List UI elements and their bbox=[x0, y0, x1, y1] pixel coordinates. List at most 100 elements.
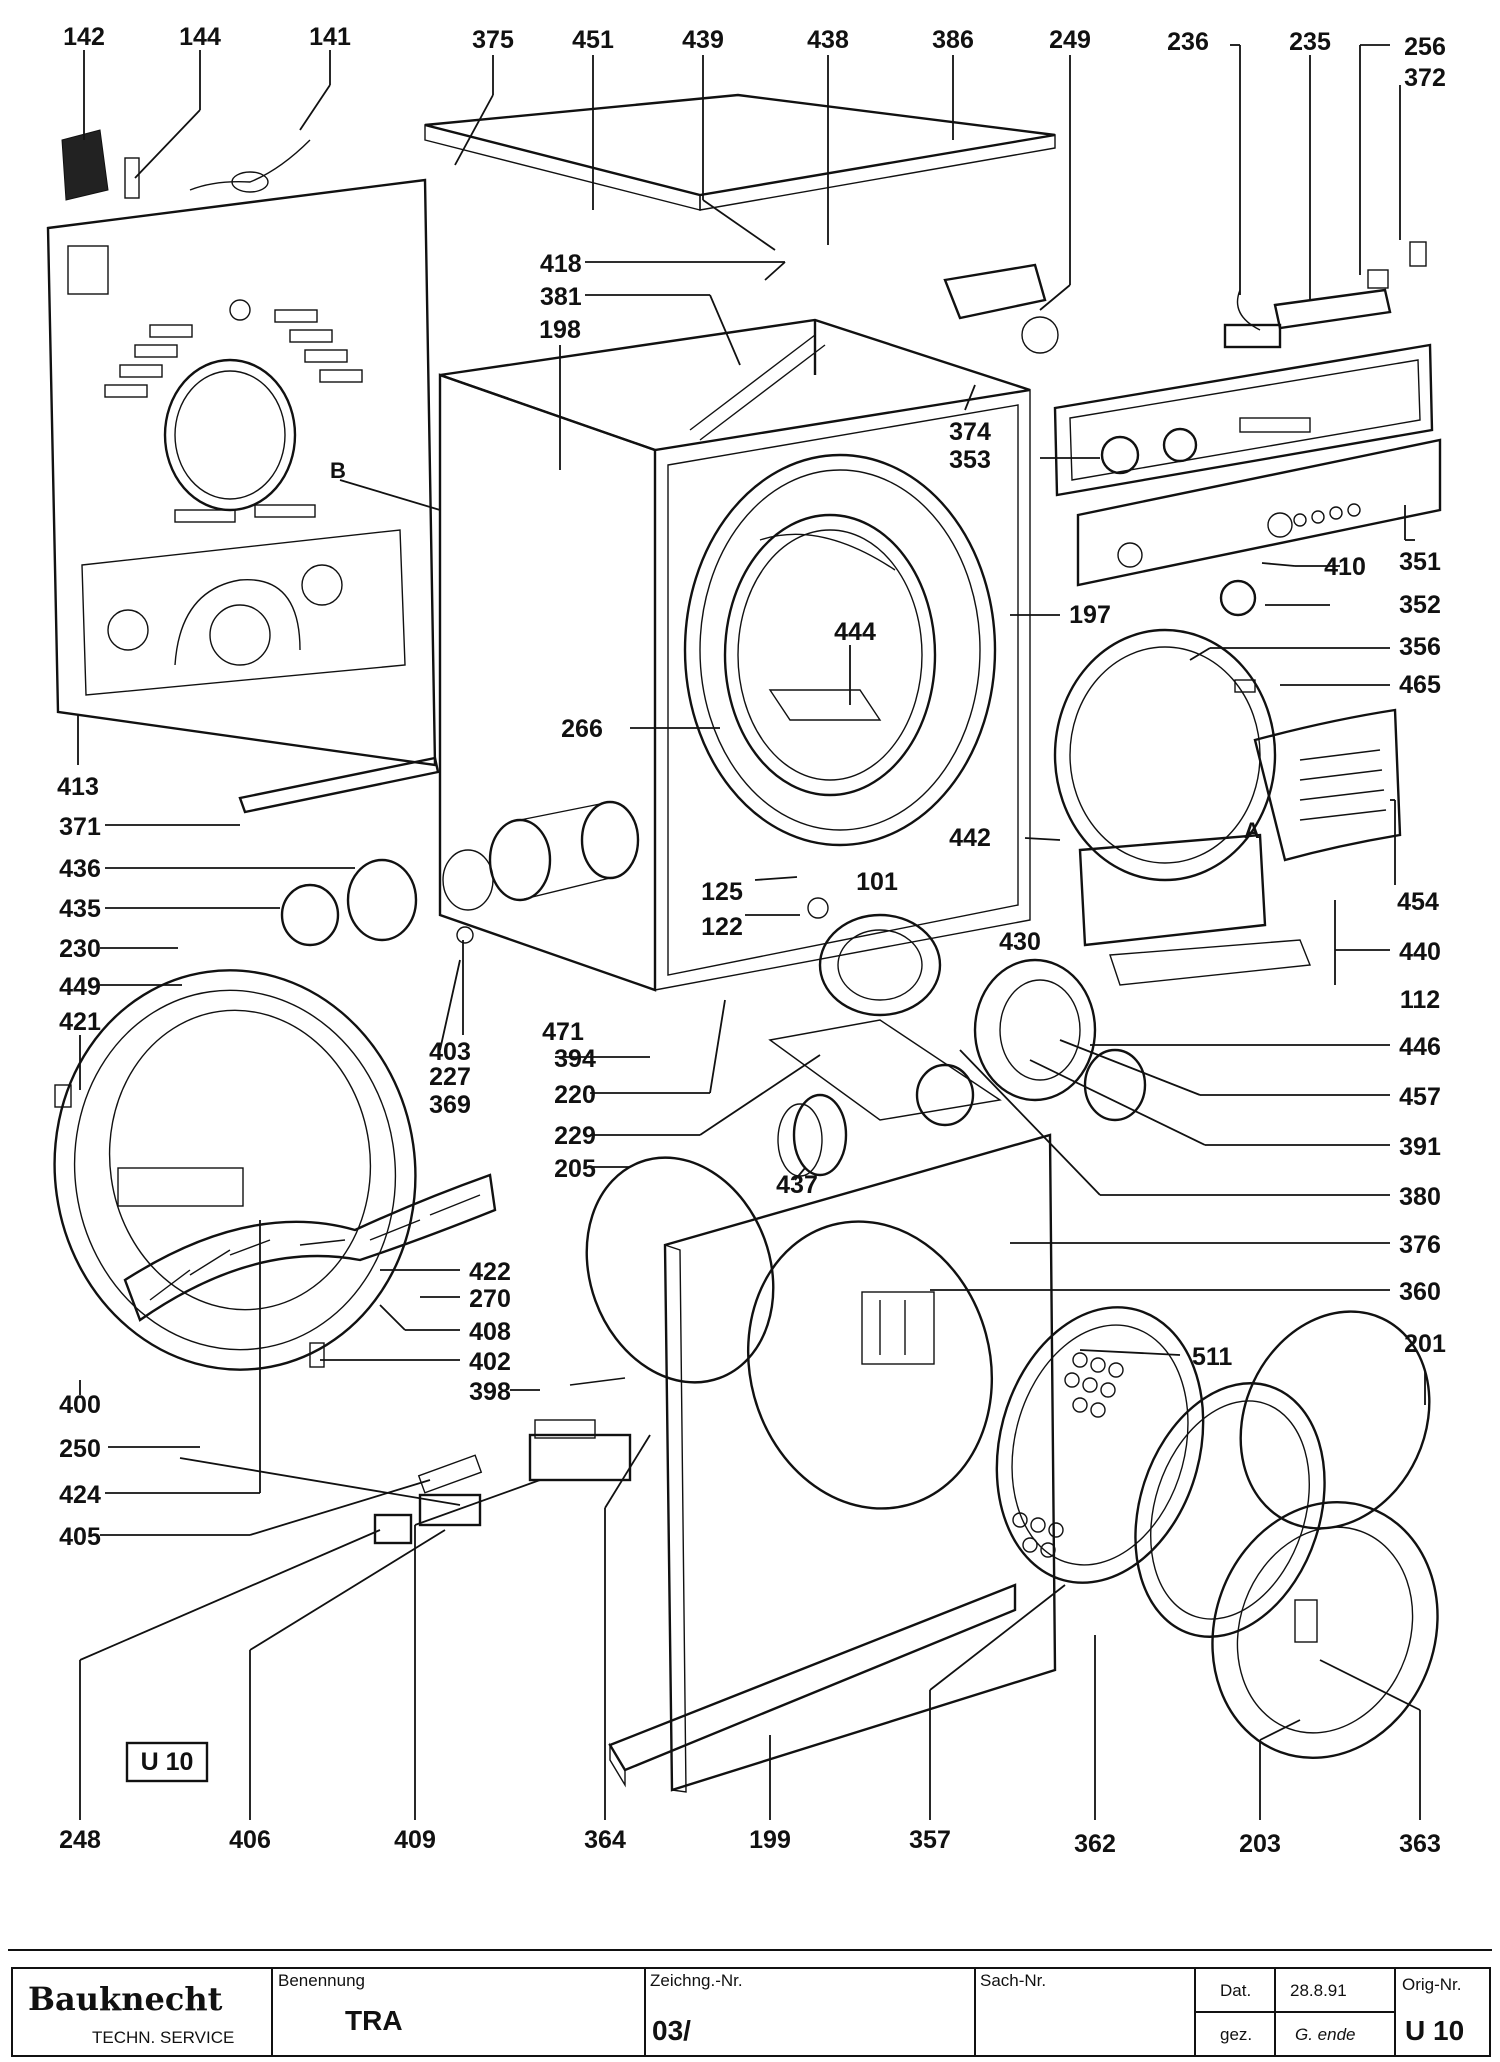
part-label: 386 bbox=[932, 26, 974, 54]
orig-label: Orig-Nr. bbox=[1402, 1975, 1462, 1994]
rear-panel bbox=[46, 178, 437, 767]
part-label: 409 bbox=[394, 1826, 436, 1854]
part-label: 465 bbox=[1399, 671, 1441, 699]
part-label: 353 bbox=[949, 446, 991, 474]
part-label: 203 bbox=[1239, 1830, 1281, 1858]
control-panel bbox=[1053, 343, 1442, 617]
part-label: 360 bbox=[1399, 1278, 1441, 1306]
filter-and-bearing-shield bbox=[1053, 628, 1402, 986]
motor-and-blower bbox=[768, 897, 1147, 1127]
part-label: 197 bbox=[1069, 601, 1111, 629]
part-label: 230 bbox=[59, 935, 101, 963]
part-label: 391 bbox=[1399, 1133, 1441, 1161]
part-label: 430 bbox=[999, 928, 1041, 956]
part-label: 436 bbox=[59, 855, 101, 883]
part-label: 403 bbox=[429, 1038, 471, 1066]
top-right-small-parts bbox=[943, 241, 1427, 693]
part-label: 266 bbox=[561, 715, 603, 743]
reference-letter: B bbox=[330, 458, 346, 483]
part-label: 444 bbox=[834, 618, 876, 646]
part-label: 374 bbox=[949, 418, 991, 446]
part-label: 372 bbox=[1404, 64, 1446, 92]
part-label: 256 bbox=[1404, 33, 1446, 61]
door-seal-205 bbox=[585, 1156, 775, 1384]
part-label: 381 bbox=[540, 283, 582, 311]
part-label: 205 bbox=[554, 1155, 596, 1183]
part-label: 122 bbox=[701, 913, 743, 941]
part-label: 201 bbox=[1404, 1330, 1446, 1358]
part-label: 364 bbox=[584, 1826, 626, 1854]
part-label: 413 bbox=[57, 773, 99, 801]
part-label: 363 bbox=[1399, 1830, 1441, 1858]
part-label: 380 bbox=[1399, 1183, 1441, 1211]
part-label: 511 bbox=[1192, 1343, 1232, 1371]
part-label: 435 bbox=[59, 895, 101, 923]
part-label: 248 bbox=[59, 1826, 101, 1854]
zeichng-value: 03/ bbox=[652, 2015, 691, 2046]
part-label: 198 bbox=[539, 316, 581, 344]
top-lid bbox=[424, 93, 1056, 211]
leader-lines bbox=[77, 44, 1426, 1820]
sach-label: Sach-Nr. bbox=[980, 1971, 1046, 1990]
reference-letter: A bbox=[1244, 818, 1260, 843]
misc-small-parts bbox=[54, 1084, 632, 1545]
hoses-and-vents bbox=[280, 800, 848, 1177]
gez-label: gez. bbox=[1220, 2025, 1252, 2044]
part-label: 357 bbox=[909, 1826, 951, 1854]
part-label: 398 bbox=[469, 1378, 511, 1406]
base-strip bbox=[608, 1583, 1017, 1788]
part-label: 421 bbox=[59, 1008, 101, 1036]
part-label: 410 bbox=[1324, 553, 1366, 581]
part-number-labels: 142 144 141 375 451 439 438 386 249 236 … bbox=[57, 23, 1446, 1858]
part-label: 408 bbox=[469, 1318, 511, 1346]
dat-label: Dat. bbox=[1220, 1981, 1251, 2000]
part-label: 142 bbox=[63, 23, 105, 51]
part-label: 454 bbox=[1397, 888, 1439, 916]
part-label: 112 bbox=[1400, 986, 1440, 1014]
part-label: 220 bbox=[554, 1081, 596, 1109]
part-label: 369 bbox=[429, 1091, 471, 1119]
power-connector bbox=[61, 129, 311, 201]
part-label: 449 bbox=[59, 973, 101, 1001]
part-label: 438 bbox=[807, 26, 849, 54]
cabinet bbox=[438, 318, 1031, 992]
part-label: 440 bbox=[1399, 938, 1441, 966]
parts-drawing bbox=[46, 93, 1442, 1793]
part-label: 424 bbox=[59, 1481, 101, 1509]
part-label: 144 bbox=[179, 23, 221, 51]
benennung-value: TRA bbox=[345, 2005, 403, 2036]
drum bbox=[683, 453, 997, 847]
title-block: Bauknecht TECHN. SERVICE Benennung TRA Z… bbox=[8, 1949, 1492, 2057]
part-label: 141 bbox=[309, 23, 351, 51]
part-label: 125 bbox=[701, 878, 743, 906]
part-label: 229 bbox=[554, 1122, 596, 1150]
gez-signature: G. ende bbox=[1295, 2025, 1356, 2044]
part-label: 362 bbox=[1074, 1830, 1116, 1858]
part-label: 457 bbox=[1399, 1083, 1441, 1111]
side-strip bbox=[238, 756, 440, 814]
part-label: 437 bbox=[776, 1171, 818, 1199]
u10-box-label: U 10 bbox=[141, 1748, 194, 1776]
part-label: 418 bbox=[540, 250, 582, 278]
part-label: 405 bbox=[59, 1523, 101, 1551]
u10-box-frame bbox=[125, 1741, 209, 1783]
brand-logo: Bauknecht bbox=[28, 1980, 223, 2018]
part-label: 442 bbox=[949, 824, 991, 852]
part-label: 394 bbox=[554, 1045, 596, 1073]
part-label: 471 bbox=[542, 1018, 584, 1046]
part-label: 356 bbox=[1399, 633, 1441, 661]
part-label: 376 bbox=[1399, 1231, 1441, 1259]
part-label: 406 bbox=[229, 1826, 271, 1854]
front-panel bbox=[663, 1133, 1057, 1793]
part-label: 270 bbox=[469, 1285, 511, 1313]
zeichng-label: Zeichng.-Nr. bbox=[650, 1971, 743, 1990]
part-label: 351 bbox=[1399, 548, 1441, 576]
orig-value: U 10 bbox=[1405, 2015, 1464, 2046]
brand-subtitle: TECHN. SERVICE bbox=[92, 2028, 234, 2047]
part-label: 439 bbox=[682, 26, 724, 54]
part-label: 371 bbox=[59, 813, 101, 841]
part-label: 101 bbox=[856, 868, 898, 896]
part-label: 402 bbox=[469, 1348, 511, 1376]
part-label: 227 bbox=[429, 1063, 471, 1091]
